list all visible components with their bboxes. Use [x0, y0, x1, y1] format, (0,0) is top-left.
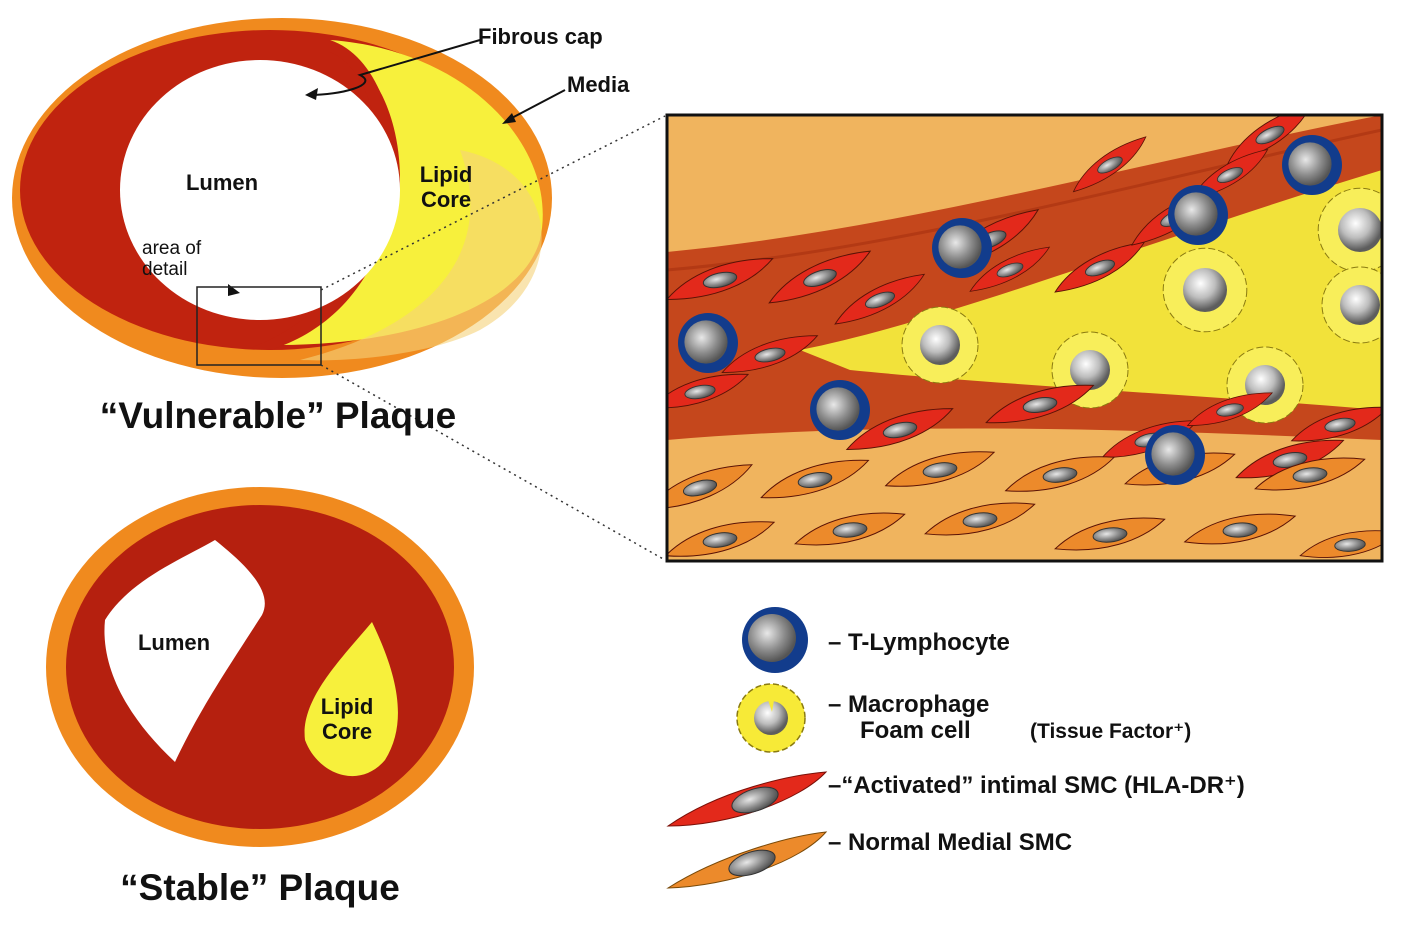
t-lymphocyte-legend-label: – T-Lymphocyte: [828, 629, 1010, 656]
vulnerable-plaque-cross-section: Lumen Lipid Core Fibrous cap Media area …: [12, 18, 666, 561]
macrophage-legend-icon: [736, 683, 806, 753]
detail-smc-cell: [667, 464, 753, 510]
detail-smc-cell: [794, 512, 906, 546]
legend: – T-Lymphocyte – Macrophage Foam cell (T…: [666, 607, 1245, 889]
vulnerable-lumen-area: [120, 60, 400, 320]
vulnerable-lumen-label: Lumen: [186, 170, 258, 195]
normal-smc-legend-label: – Normal Medial SMC: [828, 829, 1072, 856]
detail-smc-cell: [768, 250, 872, 304]
fibrous-cap-label: Fibrous cap: [478, 24, 603, 49]
stable-plaque-cross-section: Lumen Lipid Core “Stable” Plaque: [46, 487, 474, 908]
detail-smc-cell: [1004, 456, 1116, 492]
stable-lipid-core-region: [304, 622, 398, 777]
fibrous-cap-arrow: [309, 39, 481, 96]
detail-smc-cell: [969, 246, 1051, 292]
faded-cap-overlay: [300, 150, 542, 361]
detail-t-lymphocyte: [1282, 135, 1342, 195]
stable-lumen-area: [104, 540, 265, 762]
detail-smc-cell: [1186, 392, 1274, 426]
detail-cells: [667, 115, 1382, 558]
detail-smc-cell: [1254, 457, 1366, 491]
stable-lumen-label: Lumen: [138, 630, 210, 655]
stable-plaque-title: “Stable” Plaque: [120, 867, 400, 908]
detail-smc-cell: [1290, 406, 1382, 442]
detail-smc-cell: [1235, 439, 1345, 479]
detail-smc-cell: [667, 373, 750, 409]
detail-smc-cell: [924, 502, 1036, 536]
detail-smc-cell: [1054, 517, 1166, 551]
fibrous-cap-arrowhead: [305, 88, 318, 100]
detail-macrophage: [1321, 266, 1382, 344]
activated-smc-legend-label: –“Activated” intimal SMC (HLA-DR⁺): [828, 772, 1245, 799]
media-arrowhead: [502, 113, 516, 124]
activated-smc-legend-icon: [666, 771, 828, 827]
detail-macrophage: [1317, 187, 1382, 273]
detail-t-lymphocyte: [678, 313, 738, 373]
tissue-factor-label: (Tissue Factor⁺): [1030, 720, 1191, 743]
macrophage-legend-label-line1: – Macrophage: [828, 691, 989, 718]
macrophage-legend-label-line2: Foam cell: [860, 717, 971, 744]
detail-smc-cell: [1072, 136, 1147, 193]
detail-frame: [665, 113, 1384, 563]
area-of-detail-box: [196, 286, 322, 366]
detail-t-lymphocyte: [1168, 185, 1228, 245]
zoom-line-top: [320, 115, 666, 291]
detail-smc-cell: [985, 384, 1095, 424]
detail-smc-cell: [760, 459, 870, 499]
detail-t-lymphocyte: [810, 380, 870, 440]
detail-smc-cell: [834, 273, 926, 325]
media-arrow: [507, 89, 566, 121]
detail-macrophage: [901, 306, 979, 384]
detail-smc-cell: [667, 258, 774, 300]
media-label: Media: [567, 72, 630, 97]
detail-smc-cell: [1190, 148, 1269, 200]
detail-smc-cell: [845, 408, 954, 450]
detail-smc-cell: [1299, 530, 1382, 558]
area-of-detail-label-line1: area of: [142, 238, 202, 259]
normal-smc-legend-icon: [666, 831, 828, 889]
vulnerable-plaque-title: “Vulnerable” Plaque: [100, 395, 456, 436]
stable-lipid-label-line2: Core: [322, 719, 372, 744]
vulnerable-lipid-label-line1: Lipid: [420, 162, 473, 187]
detail-view: [665, 113, 1384, 563]
detail-macrophage: [1162, 247, 1248, 333]
detail-t-lymphocyte: [932, 218, 992, 278]
stable-lipid-label-line1: Lipid: [321, 694, 374, 719]
detail-t-lymphocyte: [1145, 425, 1205, 485]
detail-smc-cell: [1183, 513, 1297, 545]
vulnerable-lipid-label-line2: Core: [421, 187, 471, 212]
detail-smc-cell: [721, 335, 819, 373]
detail-smc-cell: [667, 521, 776, 557]
t-lymphocyte-legend-icon: [742, 607, 808, 673]
area-of-detail-label-line2: detail: [142, 259, 187, 280]
detail-smc-cell: [884, 451, 996, 487]
